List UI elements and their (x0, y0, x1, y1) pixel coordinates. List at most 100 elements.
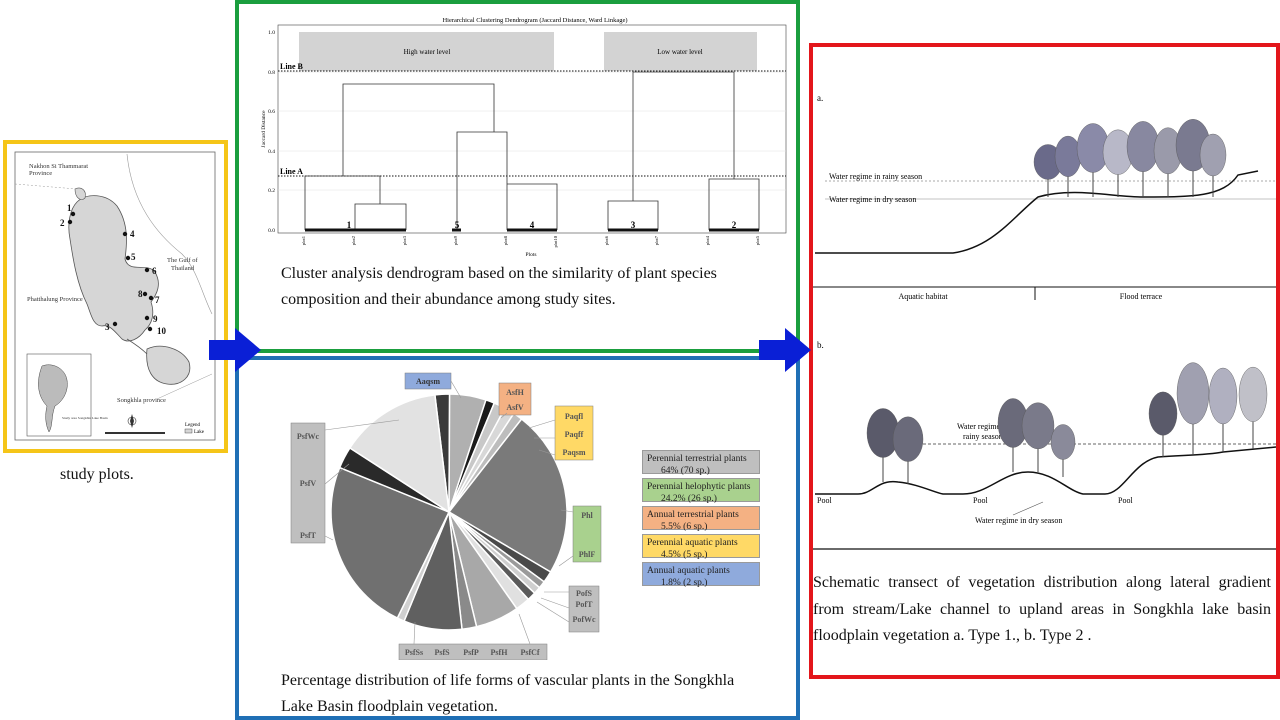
legend-item-value: 24.2% (26 sp.) (661, 494, 717, 504)
band-high-label: High water level (404, 48, 451, 56)
label-songkhla: Songkhla province (117, 397, 166, 404)
legend-item-value: 64% (70 sp.) (661, 466, 710, 476)
site-3: 3 (105, 322, 110, 332)
site-1: 1 (67, 203, 72, 213)
plot-label: plot8 (503, 235, 508, 245)
lake-shape (68, 195, 159, 342)
pie-caption: Percentage distribution of life forms of… (281, 672, 735, 715)
y-tick-4: 0.8 (268, 70, 275, 76)
cluster-4: 4 (530, 220, 535, 230)
cluster-1: 1 (347, 220, 352, 230)
label-psfcf: PsfCf (520, 648, 539, 657)
plot-label: plot7 (654, 235, 659, 245)
pool-label-1: Pool (817, 496, 832, 505)
flood-label: Flood terrace (1120, 292, 1163, 301)
rainy-label-a: Water regime in rainy season (829, 172, 922, 181)
site-4: 4 (130, 229, 135, 239)
site-2: 2 (60, 218, 65, 228)
y-axis-label: Jaccard Distance (261, 110, 267, 148)
label-psfwc: PsfWc (297, 432, 320, 441)
tree-canopy (1148, 391, 1178, 436)
label-nakhon: Nakhon Si Thammarat (29, 163, 88, 170)
tree-canopy (892, 416, 924, 462)
dry-label-b: Water regime in dry season (975, 516, 1062, 525)
label-gulf-2: Thailand (171, 265, 195, 272)
cluster-3: 3 (631, 220, 636, 230)
legend-lake: Lake (194, 430, 205, 435)
plot-label: plot1 (301, 236, 306, 245)
y-tick-2: 0.4 (268, 149, 275, 155)
plot-label: plot3 (402, 235, 407, 245)
line-a-label: Line A (280, 167, 303, 176)
pie-panel: Aaqsm AsfH AsfV Paqfl Paqff Paqsm Phl Ph… (235, 356, 800, 720)
y-tick-5: 1.0 (268, 30, 275, 36)
label-paqfl: Paqfl (565, 412, 584, 421)
aquatic-label: Aquatic habitat (898, 292, 948, 301)
cluster-2: 2 (732, 220, 737, 230)
y-tick-3: 0.6 (268, 109, 275, 115)
label-pofs: PofS (576, 589, 593, 598)
label-psfp: PsfP (463, 648, 479, 657)
band-high-water (299, 32, 554, 71)
label-a: a. (817, 93, 823, 103)
site-9: 9 (153, 314, 158, 324)
tree-canopy (1208, 367, 1238, 425)
compass-icon (127, 414, 137, 428)
plot-label: plot4 (705, 235, 710, 245)
band-low-water (604, 32, 757, 71)
tree-canopy (1050, 424, 1076, 460)
legend-item-value: 4.5% (5 sp.) (661, 550, 708, 560)
rainy-label-b1: Water regime in (957, 422, 1008, 431)
site-6: 6 (152, 266, 157, 276)
pool-label-2: Pool (973, 496, 988, 505)
label-poft: PofT (576, 600, 594, 609)
ground-profile-b (815, 446, 1276, 495)
site-7: 7 (155, 295, 160, 305)
legend-item-title: Perennial aquatic plants (647, 538, 738, 548)
pie-slice (330, 466, 451, 620)
label-asfv: AsfV (506, 403, 524, 412)
dry-label-a: Water regime in dry season (829, 195, 916, 204)
inset-label: Study area Songkhla Lake Basin (62, 416, 108, 420)
pie-slice (447, 417, 568, 573)
label-psfv: PsfV (300, 479, 317, 488)
tree-canopy (1238, 366, 1268, 422)
site-5: 5 (131, 252, 136, 262)
map-panel: 1 2 3 4 5 6 7 8 9 10 Nakhon Si Thammarat… (3, 140, 228, 453)
tree-canopy (1199, 133, 1227, 177)
y-tick-1: 0.2 (268, 188, 275, 194)
plot-label: plot5 (755, 235, 760, 245)
arrow-right-icon (209, 328, 261, 372)
label-aaqsm: Aaqsm (416, 377, 440, 386)
legend-title: Legend (185, 423, 200, 428)
legend-item: Perennial helophytic plants 24.2% (26 sp.… (642, 478, 760, 504)
label-psft: PsfT (300, 531, 317, 540)
y-tick-0: 0.0 (268, 228, 275, 234)
tree-canopy (1021, 402, 1055, 450)
label-b: b. (817, 340, 824, 350)
plot-label: plot2 (351, 236, 356, 245)
dendrogram-caption: Cluster analysis dendrogram based on the… (281, 265, 717, 308)
legend-item-title: Perennial helophytic plants (647, 482, 751, 492)
label-psfh: PsfH (491, 648, 509, 657)
site-8: 8 (138, 289, 143, 299)
legend-item-value: 5.5% (6 sp.) (661, 522, 708, 532)
tree-canopy (1176, 362, 1210, 425)
label-gulf: The Gulf of (167, 257, 199, 264)
pie-slice (348, 394, 450, 514)
dendrogram-chart: Hierarchical Clustering Dendrogram (Jacc… (261, 17, 787, 258)
tree-canopy (1054, 135, 1082, 177)
label-phl: Phl (581, 511, 593, 520)
scale-bar (105, 432, 165, 434)
pool-label-3: Pool (1118, 496, 1133, 505)
label-pofwc: PofWc (572, 615, 596, 624)
legend-item-value: 1.8% (2 sp.) (661, 578, 708, 588)
arrow-right-icon (759, 328, 811, 372)
label-paqff: Paqff (565, 430, 584, 439)
cluster-5: 5 (455, 220, 460, 230)
label-asfh: AsfH (506, 388, 525, 397)
